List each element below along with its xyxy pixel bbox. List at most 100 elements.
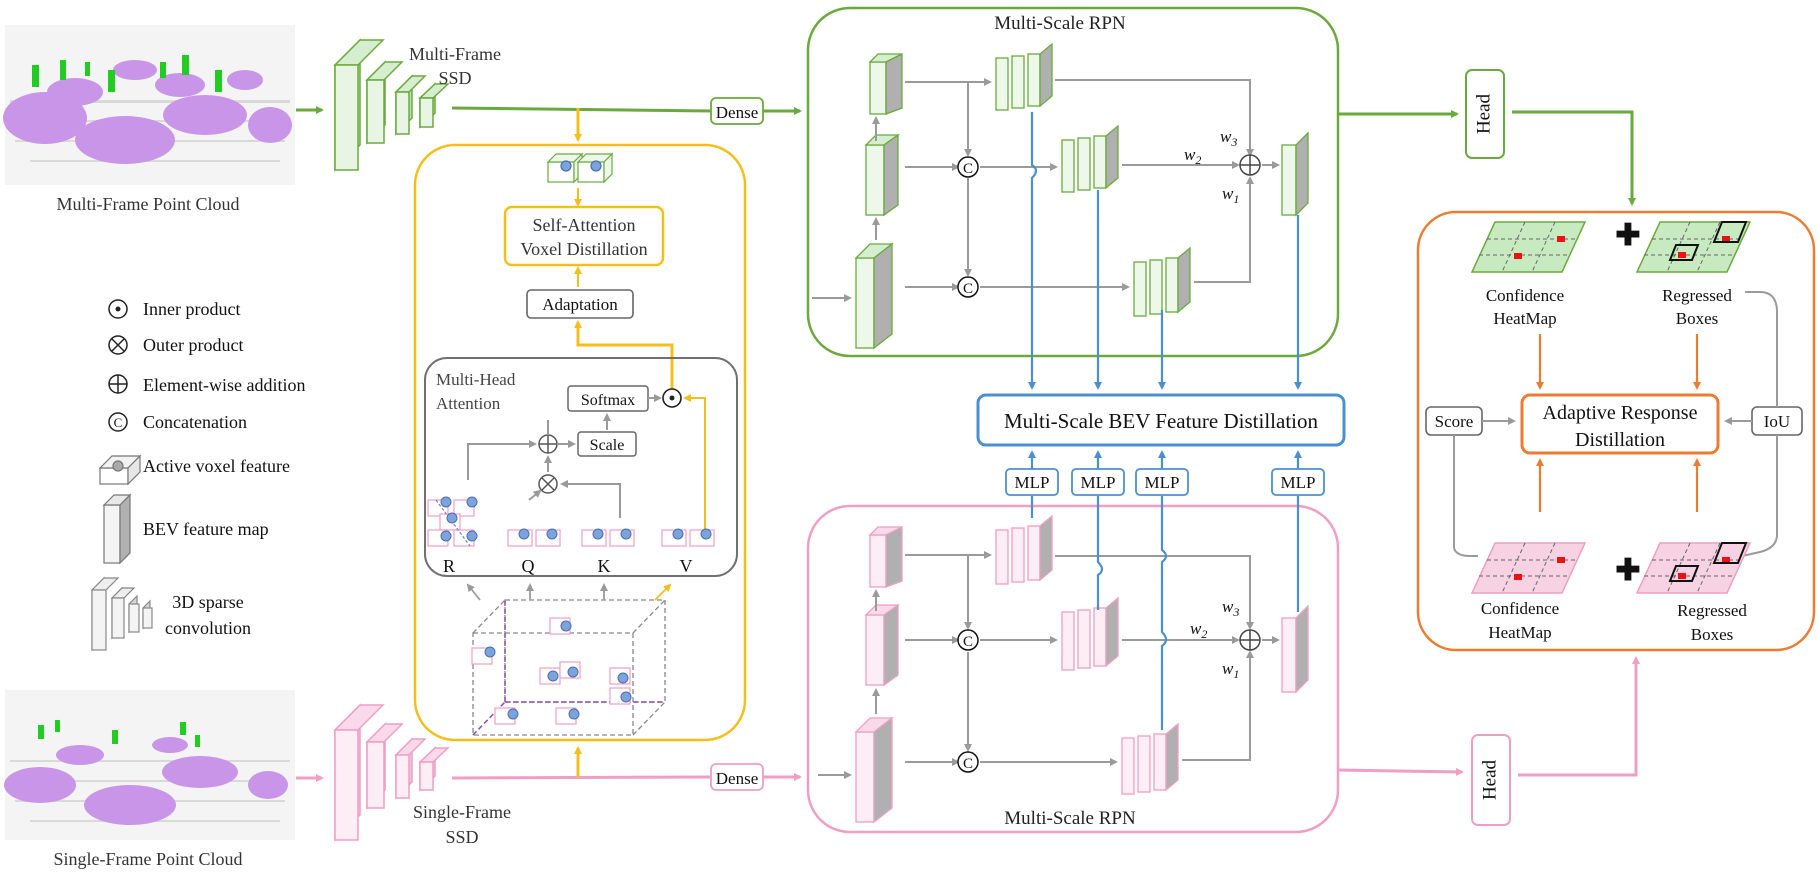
dense-box-top: Dense — [710, 97, 764, 125]
adaptation-label: Adaptation — [542, 295, 618, 314]
legend-element-wise: Element-wise addition — [143, 375, 305, 395]
adaptive-response-label-1: Adaptive Response — [1543, 402, 1698, 424]
reg-bottom-label-1: Regressed — [1677, 601, 1747, 620]
single-frame-ssd-label-2: SSD — [445, 827, 478, 847]
teacher-rpn-arrows — [812, 78, 1280, 302]
teacher-regressed-boxes — [1635, 221, 1752, 273]
rpn-to-head-arrow-bottom — [1337, 767, 1464, 776]
mlp-label-3: MLP — [1145, 473, 1180, 492]
plus-icon-top: ✚ — [1615, 219, 1640, 252]
teacher-rpn-maps — [854, 42, 1309, 350]
head-label-top: Head — [1473, 93, 1494, 134]
scale-label: Scale — [590, 437, 625, 454]
teacher-voxel-icons — [546, 152, 614, 184]
cube-voxel-dots — [484, 620, 632, 720]
legend-inner-product: Inner product — [143, 299, 240, 319]
inner-product-icon — [662, 388, 682, 408]
bev-distillation-box: Multi-Scale BEV Feature Distillation — [976, 393, 1346, 447]
legend-sparse-conv-2: convolution — [165, 618, 251, 638]
teacher-main-line — [451, 106, 713, 113]
legend-inner-product-icon — [108, 299, 128, 319]
head-box-top: Head — [1465, 69, 1505, 159]
teacher-add-icon — [1239, 154, 1261, 176]
head-label-bottom: Head — [1479, 759, 1500, 800]
student-regressed-boxes — [1635, 542, 1752, 594]
head-box-bottom: Head — [1471, 734, 1511, 826]
mha-label-1: Multi-Head — [436, 370, 516, 389]
dense-box-bottom: Dense — [710, 763, 764, 791]
scale-box: Scale — [577, 431, 637, 457]
teacher-w3: w3 — [1220, 127, 1237, 149]
student-concat-icon-2: C — [957, 751, 979, 773]
student-rpn-arrows — [818, 551, 1280, 779]
voxel-distillation-panel — [413, 143, 747, 742]
response-panel — [1416, 210, 1816, 652]
teacher-concat-icon-1: C — [957, 156, 979, 178]
softmax-box: Softmax — [567, 385, 649, 412]
score-iou-arrows — [1453, 291, 1778, 557]
attn-output-arrow — [574, 320, 674, 395]
legend: Inner product Outer product Element-wise… — [90, 299, 305, 652]
r-label: R — [443, 556, 455, 576]
dense-label-top: Dense — [716, 103, 758, 122]
dense-label-bottom: Dense — [716, 769, 758, 788]
cube-to-v-arrow — [654, 583, 672, 601]
score-label: Score — [1435, 412, 1474, 431]
q-label: Q — [522, 556, 535, 576]
reg-bottom-label-2: Boxes — [1691, 625, 1734, 644]
r-voxel-dots — [440, 496, 478, 542]
student-main-line — [451, 775, 713, 780]
adaptive-response-box: Adaptive Response Distillation — [1520, 393, 1720, 455]
legend-element-wise-icon — [108, 374, 128, 394]
student-w1: w1 — [1222, 659, 1239, 681]
mlp-label-2: MLP — [1081, 473, 1116, 492]
single-frame-point-cloud — [4, 690, 295, 840]
legend-bev-map: BEV feature map — [143, 519, 269, 539]
legend-outer-product: Outer product — [143, 335, 243, 355]
softmax-label: Softmax — [581, 392, 635, 409]
student-confidence-heatmap — [1470, 542, 1587, 594]
teacher-rpn-panel — [806, 6, 1340, 358]
teacher-rpn-title: Multi-Scale RPN — [994, 13, 1126, 34]
reg-top-label-2: Boxes — [1676, 309, 1719, 328]
legend-active-voxel: Active voxel feature — [143, 456, 290, 476]
v-label: V — [680, 556, 693, 576]
score-box: Score — [1425, 406, 1483, 436]
conf-top-label-1: Confidence — [1486, 286, 1564, 305]
self-attention-voxel-box: Self-Attention Voxel Distillation — [503, 205, 665, 267]
multi-frame-ssd-icon — [333, 38, 450, 172]
multi-frame-caption: Multi-Frame Point Cloud — [56, 194, 239, 214]
legend-outer-product-icon — [108, 335, 128, 355]
v-to-inner-arrow — [683, 394, 706, 540]
k-label: K — [598, 556, 611, 576]
multi-frame-ssd-label-1: Multi-Frame — [409, 44, 501, 64]
legend-sparse-conv-icon — [90, 576, 153, 652]
teacher-concat-icon-2: C — [957, 276, 979, 298]
legend-active-voxel-icon — [98, 454, 142, 486]
multi-frame-point-cloud — [3, 25, 295, 185]
conf-bottom-label-2: HeatMap — [1488, 623, 1551, 642]
adaptive-response-label-2: Distillation — [1575, 429, 1665, 451]
reg-top-label-1: Regressed — [1662, 286, 1732, 305]
head-to-response-arrow-top — [1512, 110, 1636, 206]
teacher-w1: w1 — [1222, 184, 1239, 206]
legend-concatenation-icon: C — [108, 412, 128, 432]
student-rpn-maps — [854, 514, 1309, 824]
iou-box: IoU — [1751, 406, 1803, 436]
cube-to-qkv-arrows — [466, 583, 608, 601]
multi-frame-ssd-label-2: SSD — [438, 68, 471, 88]
legend-sparse-conv-1: 3D sparse — [172, 592, 243, 612]
legend-concatenation: Concatenation — [143, 412, 247, 432]
conf-top-label-2: HeatMap — [1493, 309, 1556, 328]
teacher-confidence-heatmap — [1470, 221, 1587, 273]
single-frame-caption: Single-Frame Point Cloud — [54, 849, 243, 869]
student-to-bev-arrows — [1030, 496, 1300, 730]
svg-text:C: C — [963, 756, 973, 772]
head-to-response-arrow-bottom — [1518, 656, 1640, 777]
svg-text:C: C — [963, 161, 973, 177]
student-w3: w3 — [1222, 597, 1239, 619]
single-frame-ssd-label-1: Single-Frame — [413, 802, 511, 822]
student-concat-icon-1: C — [957, 629, 979, 651]
student-add-icon — [1239, 629, 1261, 651]
